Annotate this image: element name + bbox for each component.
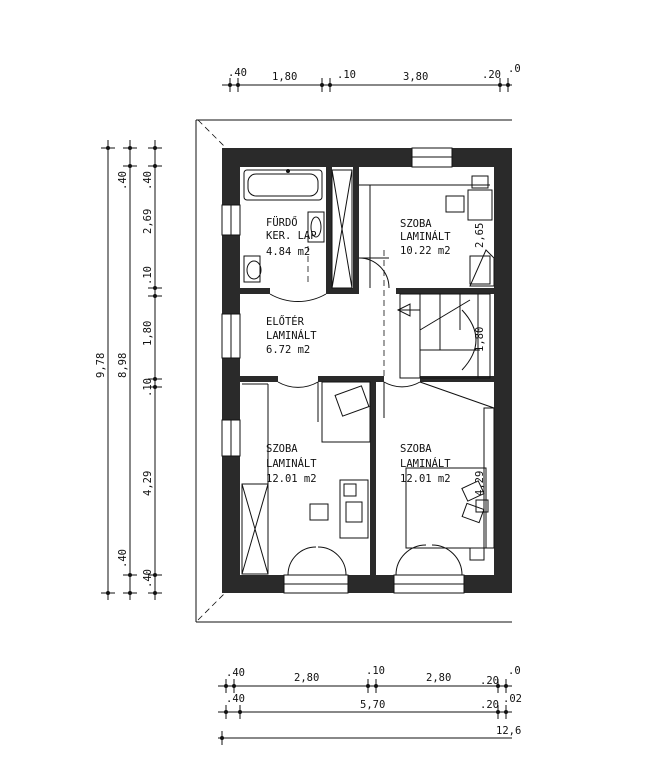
- ne-bedroom-furniture: [358, 175, 495, 289]
- bottom-dimension-lines: .40 2,80 .10 2,80 .20 .0 .40 5,70 .20 .0…: [218, 665, 522, 745]
- bottom-dim-total: 12,6: [496, 725, 521, 737]
- left-dim-7: .40: [142, 569, 154, 588]
- left-dimension-lines: 9,78 8,98 .40 .40 .40 2,69 .10 1,80 .10 …: [95, 140, 162, 600]
- bottom-dim-6: .0: [508, 665, 521, 677]
- roof-outline: [195, 119, 512, 623]
- sw-bedroom-area: 12.01 m2: [266, 473, 317, 485]
- sw-bedroom-name: SZOBA: [266, 443, 298, 455]
- top-dim-6: .0: [508, 63, 521, 75]
- bathroom-name: FÜRDŐ: [266, 215, 298, 229]
- room-label-sw-bedroom: SZOBA LAMINÁLT 12.01 m2: [266, 443, 317, 485]
- left-dim-4: 1,80: [142, 321, 154, 346]
- left-dim-mid-bottom: .40: [117, 549, 129, 568]
- left-dim-total: 9,78: [95, 353, 107, 378]
- se-bedroom-furniture: [395, 407, 495, 576]
- top-dim-1: .40: [228, 67, 247, 79]
- left-dim-mid-top: .40: [117, 171, 129, 190]
- hall-door-swings: [277, 250, 421, 422]
- se-room-dim: 4,29: [474, 471, 486, 496]
- se-bedroom-area: 12.01 m2: [400, 473, 451, 485]
- se-bedroom-name: SZOBA: [400, 443, 432, 455]
- bottom-dim-5: .20: [480, 675, 499, 687]
- bathroom-area: 4.84 m2: [266, 246, 310, 258]
- hall-name: ELŐTÉR: [266, 314, 305, 328]
- hall-floor: LAMINÁLT: [266, 329, 317, 342]
- room-label-bathroom: FÜRDŐ KER. LAP 4.84 m2: [266, 215, 317, 258]
- ne-bedroom-floor: LAMINÁLT: [400, 230, 451, 243]
- bottom-dim-10: .02: [503, 693, 522, 705]
- inner-walls: [240, 167, 494, 575]
- ne-bedroom-name: SZOBA: [400, 218, 432, 230]
- left-dim-6: 4,29: [142, 471, 154, 496]
- bottom-dim-2: 2,80: [294, 672, 319, 684]
- left-dim-5: .10: [142, 378, 154, 397]
- room-label-ne-bedroom: SZOBA LAMINÁLT 10.22 m2: [400, 218, 451, 257]
- room-label-se-bedroom: SZOBA LAMINÁLT 12.01 m2: [400, 443, 451, 485]
- top-dim-4: 3,80: [403, 71, 428, 83]
- top-dim-3: .10: [337, 69, 356, 81]
- bottom-dim-8: 5,70: [360, 699, 385, 711]
- ne-bedroom-area: 10.22 m2: [400, 245, 451, 257]
- room-label-hall: ELŐTÉR LAMINÁLT 6.72 m2: [266, 314, 317, 356]
- stair-dim: 1,80: [474, 327, 486, 352]
- left-dim-2: 2,69: [142, 209, 154, 234]
- top-dim-5: .20: [482, 69, 501, 81]
- outer-walls: [221, 147, 512, 594]
- ne-room-dim: 2,65: [474, 223, 486, 248]
- hall-area: 6.72 m2: [266, 344, 310, 356]
- bathroom-floor: KER. LAP: [266, 230, 317, 242]
- bathroom-fixtures: [243, 169, 353, 303]
- sw-bedroom-floor: LAMINÁLT: [266, 457, 317, 470]
- bottom-dim-4: 2,80: [426, 672, 451, 684]
- top-dim-2: 1,80: [272, 71, 297, 83]
- left-dim-inner-total: 8,98: [117, 353, 129, 378]
- left-dim-1: .40: [142, 171, 154, 190]
- bottom-dim-1: .40: [226, 667, 245, 679]
- se-bedroom-floor: LAMINÁLT: [400, 457, 451, 470]
- bottom-dim-7: .40: [226, 693, 245, 705]
- staircase: [396, 293, 495, 409]
- bottom-dim-3: .10: [366, 665, 385, 677]
- bottom-dim-9: .20: [480, 699, 499, 711]
- sw-bedroom-furniture: [241, 381, 371, 576]
- left-dim-3: .10: [142, 266, 154, 285]
- top-dimension-line: .40 1,80 .10 3,80 .20 .0: [222, 63, 521, 92]
